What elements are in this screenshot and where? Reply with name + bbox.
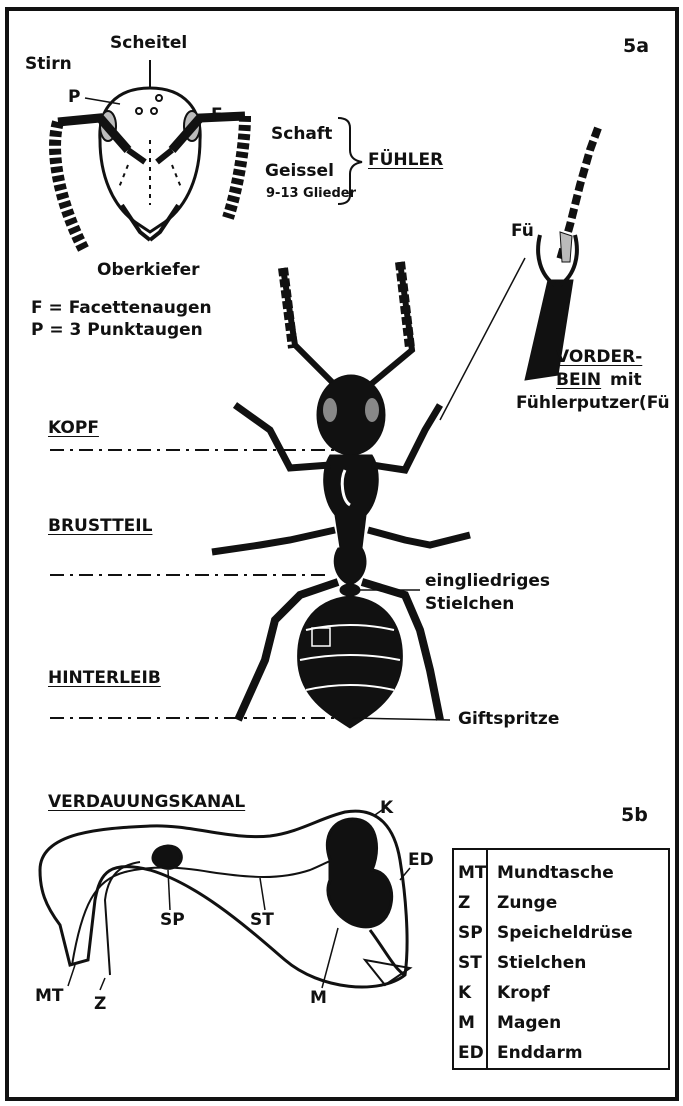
legend-row: SP Speicheldrüse bbox=[452, 916, 670, 947]
legend-code: MT bbox=[458, 863, 487, 883]
legend-code: SP bbox=[458, 923, 483, 943]
giftspritze-leader bbox=[352, 718, 450, 720]
scheitel-label: Scheitel bbox=[110, 35, 187, 52]
legend-code: K bbox=[458, 983, 471, 1003]
stielchen-line2: Stielchen bbox=[425, 596, 514, 613]
mit-label: mit bbox=[610, 372, 642, 389]
legend-row: MT Mundtasche bbox=[452, 856, 670, 887]
legend-code: ST bbox=[458, 953, 482, 973]
digestive-tract bbox=[40, 811, 410, 987]
stirn-label: Stirn bbox=[25, 56, 72, 73]
kopf-label: KOPF bbox=[48, 420, 99, 437]
vorder-label: VORDER- bbox=[556, 349, 642, 366]
fore-leg-detail bbox=[525, 128, 598, 380]
legend-name: Magen bbox=[497, 1013, 561, 1033]
ed-label: ED bbox=[408, 852, 434, 869]
geissel-label: Geissel bbox=[265, 163, 334, 180]
glieder-label: 9-13 Glieder bbox=[266, 187, 356, 200]
sp-label: SP bbox=[160, 912, 185, 929]
legend-name: Mundtasche bbox=[497, 863, 614, 883]
figure-number-5b: 5b bbox=[621, 806, 648, 825]
legend-row: K Kropf bbox=[452, 976, 670, 1007]
eye-legend-line2: P = 3 Punktaugen bbox=[31, 322, 203, 339]
legend-row: ED Enddarm bbox=[452, 1036, 670, 1067]
mt-label: MT bbox=[35, 988, 64, 1005]
ant-body bbox=[212, 262, 470, 728]
fuehlerputzer-label: Fühlerputzer(Fü bbox=[516, 395, 670, 412]
verdauungskanal-title: VERDAUUNGSKANAL bbox=[48, 794, 245, 811]
k-label: K bbox=[380, 800, 393, 817]
legend-row: ST Stielchen bbox=[452, 946, 670, 977]
eye-legend-line1: F = Facettenaugen bbox=[31, 300, 212, 317]
oberkiefer-label: Oberkiefer bbox=[97, 262, 200, 279]
legend-row: M Magen bbox=[452, 1006, 670, 1037]
m-label: M bbox=[310, 990, 327, 1007]
legend-name: Zunge bbox=[497, 893, 557, 913]
legend-code: M bbox=[458, 1013, 475, 1033]
z-label: Z bbox=[94, 996, 106, 1013]
legend-code: ED bbox=[458, 1043, 484, 1063]
legend-name: Enddarm bbox=[497, 1043, 583, 1063]
giftspritze-label: Giftspritze bbox=[458, 711, 559, 728]
hinterleib-label: HINTERLEIB bbox=[48, 670, 161, 687]
brustteil-label: BRUSTTEIL bbox=[48, 518, 152, 535]
p-label: P bbox=[68, 89, 80, 106]
head-drawing bbox=[100, 88, 200, 240]
legend-row: Z Zunge bbox=[452, 886, 670, 917]
stielchen-line1: eingliedriges bbox=[425, 573, 550, 590]
legend-name: Stielchen bbox=[497, 953, 586, 973]
f-label: F bbox=[211, 107, 223, 124]
schaft-label: Schaft bbox=[271, 126, 332, 143]
fore-leg-leader bbox=[440, 258, 525, 420]
legend-code: Z bbox=[458, 893, 470, 913]
st-label: ST bbox=[250, 912, 274, 929]
legend-name: Speicheldrüse bbox=[497, 923, 633, 943]
bein-label: BEIN bbox=[556, 372, 601, 389]
figure-number-5a: 5a bbox=[623, 37, 649, 56]
fu-label: Fü bbox=[511, 223, 534, 240]
legend-name: Kropf bbox=[497, 983, 550, 1003]
fuehler-title: FÜHLER bbox=[368, 152, 443, 169]
